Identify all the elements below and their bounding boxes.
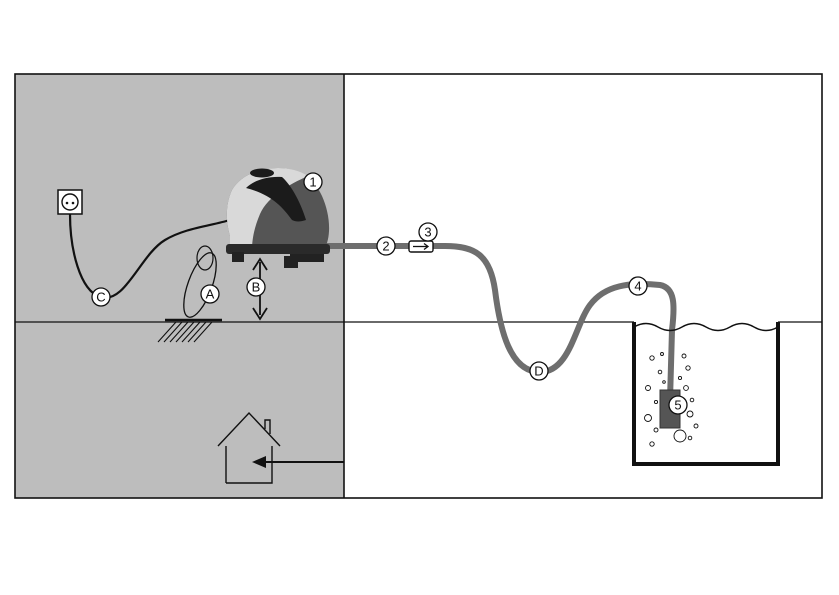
callout-b: B bbox=[247, 278, 265, 296]
callout-1: 1 bbox=[304, 173, 322, 191]
callout-3-text: 3 bbox=[424, 225, 431, 240]
callout-b-text: B bbox=[252, 280, 261, 295]
callout-d: D bbox=[530, 362, 548, 380]
wall-socket-icon bbox=[58, 190, 82, 214]
callout-c: C bbox=[92, 288, 110, 306]
callout-2: 2 bbox=[377, 237, 395, 255]
callout-5: 5 bbox=[669, 396, 687, 414]
callout-d-text: D bbox=[534, 364, 543, 379]
callout-a: A bbox=[201, 285, 219, 303]
callout-a-text: A bbox=[206, 287, 215, 302]
callout-c-text: C bbox=[96, 290, 105, 305]
outdoor-area bbox=[344, 74, 822, 498]
callout-2-text: 2 bbox=[382, 239, 389, 254]
callout-4-text: 4 bbox=[634, 279, 641, 294]
indoor-area bbox=[15, 74, 344, 498]
check-valve-icon bbox=[409, 241, 433, 252]
callout-1-text: 1 bbox=[309, 175, 316, 190]
callout-4: 4 bbox=[629, 277, 647, 295]
callout-3: 3 bbox=[419, 223, 437, 241]
callout-5-text: 5 bbox=[674, 398, 681, 413]
